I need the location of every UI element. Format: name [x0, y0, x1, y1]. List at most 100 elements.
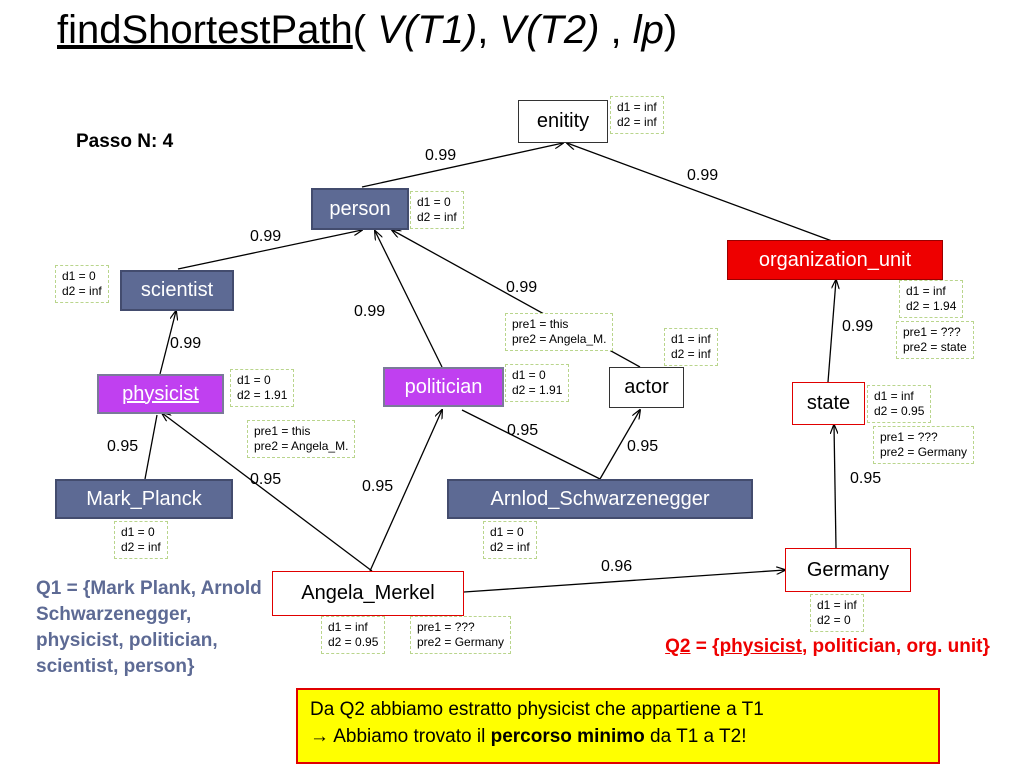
- edge-angela-germany: [463, 570, 785, 593]
- distance-d2: d2 = 1.91: [512, 383, 563, 397]
- weight-scientist-person: 0.99: [250, 228, 282, 245]
- title-arg-v-t2: V(T2): [499, 8, 600, 52]
- distance-d2: d2 = 1.91: [237, 388, 288, 402]
- distance-d1: d1 = 0: [512, 368, 546, 382]
- node-enitity: enitity: [518, 100, 608, 143]
- distance-d1: d1 = inf: [817, 598, 857, 612]
- distance-d2: d2 = 0: [817, 613, 851, 627]
- weight-angela-politician: 0.95: [362, 478, 394, 495]
- distance-d2: d2 = inf: [617, 115, 657, 129]
- title-open-paren: (: [352, 8, 378, 52]
- edge-arnlod-politician: [461, 409, 601, 480]
- q2-label: Q2: [665, 636, 691, 657]
- edge-mark-physicist: [144, 414, 158, 480]
- weight-physicist-scientist: 0.99: [170, 335, 202, 352]
- node-state: state: [792, 382, 865, 425]
- title-separator: ,: [477, 8, 500, 52]
- q2-equals: = {: [690, 636, 720, 657]
- weight-angela-germany: 0.96: [601, 558, 633, 575]
- node-physicist-label: physicist: [122, 382, 199, 405]
- weight-arnlod-actor: 0.95: [627, 438, 659, 455]
- predecessor-box-angela: pre1 = ???pre2 = Germany: [410, 616, 512, 654]
- edge-arnlod-actor: [599, 410, 640, 480]
- weight-person-enitity: 0.99: [425, 147, 457, 164]
- edge-politician-person: [375, 231, 443, 368]
- weight-arnlod-politician: 0.95: [507, 422, 539, 439]
- predecessor-pre2: pre2 = state: [903, 340, 967, 354]
- distance-d2: d2 = inf: [121, 540, 161, 554]
- weight-state-org: 0.99: [842, 318, 874, 335]
- step-label: Passo N: 4: [76, 131, 174, 152]
- distance-d2: d2 = 0.95: [874, 404, 925, 418]
- distance-d2: d2 = inf: [62, 284, 102, 298]
- node-actor: actor: [609, 367, 684, 408]
- edge-org-enitity: [567, 143, 833, 242]
- edge-state-org: [827, 280, 836, 383]
- title-close-paren: ): [663, 8, 678, 52]
- edge-person-enitity: [361, 143, 563, 188]
- q2-set: Q2 = {physicist, politician, org. unit}: [655, 633, 1000, 660]
- node-mark-planck: Mark_Planck: [55, 479, 233, 519]
- q2-rest: , politician, org. unit}: [801, 636, 990, 657]
- title-arg-lp: lp: [632, 8, 664, 52]
- edge-germany-state: [834, 425, 836, 549]
- note-highlight: percorso minimo: [490, 726, 645, 747]
- distance-d1: d1 = inf: [671, 332, 711, 346]
- note-line-1: Da Q2 abbiamo estratto physicist che app…: [310, 699, 764, 720]
- weight-politician-person: 0.99: [354, 303, 386, 320]
- note-line-2-prefix: Abbiamo trovato il: [329, 726, 491, 747]
- weight-org-enitity: 0.99: [687, 167, 719, 184]
- distance-d2: d2 = 0.95: [328, 635, 379, 649]
- predecessor-pre1: pre1 = this: [254, 424, 311, 438]
- q1-set: Q1 = {Mark Plank, Arnold Schwarzenegger,…: [36, 578, 262, 677]
- predecessor-box-organization-unit: pre1 = ???pre2 = state: [896, 321, 974, 359]
- distance-d1: d1 = inf: [874, 389, 914, 403]
- distance-d1: d1 = 0: [417, 195, 451, 209]
- distance-d1: d1 = 0: [121, 525, 155, 539]
- distance-d1: d1 = inf: [617, 100, 657, 114]
- arrow-right-icon: →: [310, 726, 329, 747]
- slide-title: findShortestPath( V(T1), V(T2) , lp): [57, 8, 677, 52]
- node-physicist: physicist: [97, 374, 224, 414]
- title-function-name: findShortestPath: [57, 8, 353, 52]
- predecessor-pre2: pre2 = Germany: [417, 635, 505, 649]
- edge-angela-physicist: [162, 413, 373, 572]
- distance-d1: d1 = 0: [237, 373, 271, 387]
- distance-d2: d2 = inf: [671, 347, 711, 361]
- title-separator: ,: [599, 8, 633, 52]
- q2-physicist: physicist: [719, 636, 802, 657]
- predecessor-pre2: pre2 = Germany: [880, 445, 968, 459]
- weight-angela-physicist: 0.95: [250, 471, 282, 488]
- weight-actor-person: 0.99: [506, 279, 538, 296]
- distance-d2: d2 = inf: [417, 210, 457, 224]
- edge-angela-politician: [369, 410, 442, 572]
- node-germany: Germany: [785, 548, 911, 592]
- predecessor-pre2: pre2 = Angela_M.: [254, 439, 349, 453]
- predecessor-pre1: pre1 = ???: [903, 325, 961, 339]
- note-line-2-suffix: da T1 a T2!: [644, 726, 747, 747]
- node-person: person: [311, 188, 409, 230]
- title-arg-v-t1: V(T1): [377, 8, 478, 52]
- note-line-2: → Abbiamo trovato il percorso minimo da …: [310, 723, 926, 750]
- distance-d2: d2 = inf: [490, 540, 530, 554]
- distance-d1: d1 = inf: [906, 284, 946, 298]
- predecessor-pre1: pre1 = ???: [417, 620, 475, 634]
- predecessor-box-state: pre1 = ???pre2 = Germany: [873, 426, 975, 464]
- conclusion-note: Da Q2 abbiamo estratto physicist che app…: [296, 688, 940, 764]
- weight-mark-physicist: 0.95: [107, 438, 139, 455]
- predecessor-pre1: pre1 = this: [512, 317, 569, 331]
- weight-germany-state: 0.95: [850, 470, 882, 487]
